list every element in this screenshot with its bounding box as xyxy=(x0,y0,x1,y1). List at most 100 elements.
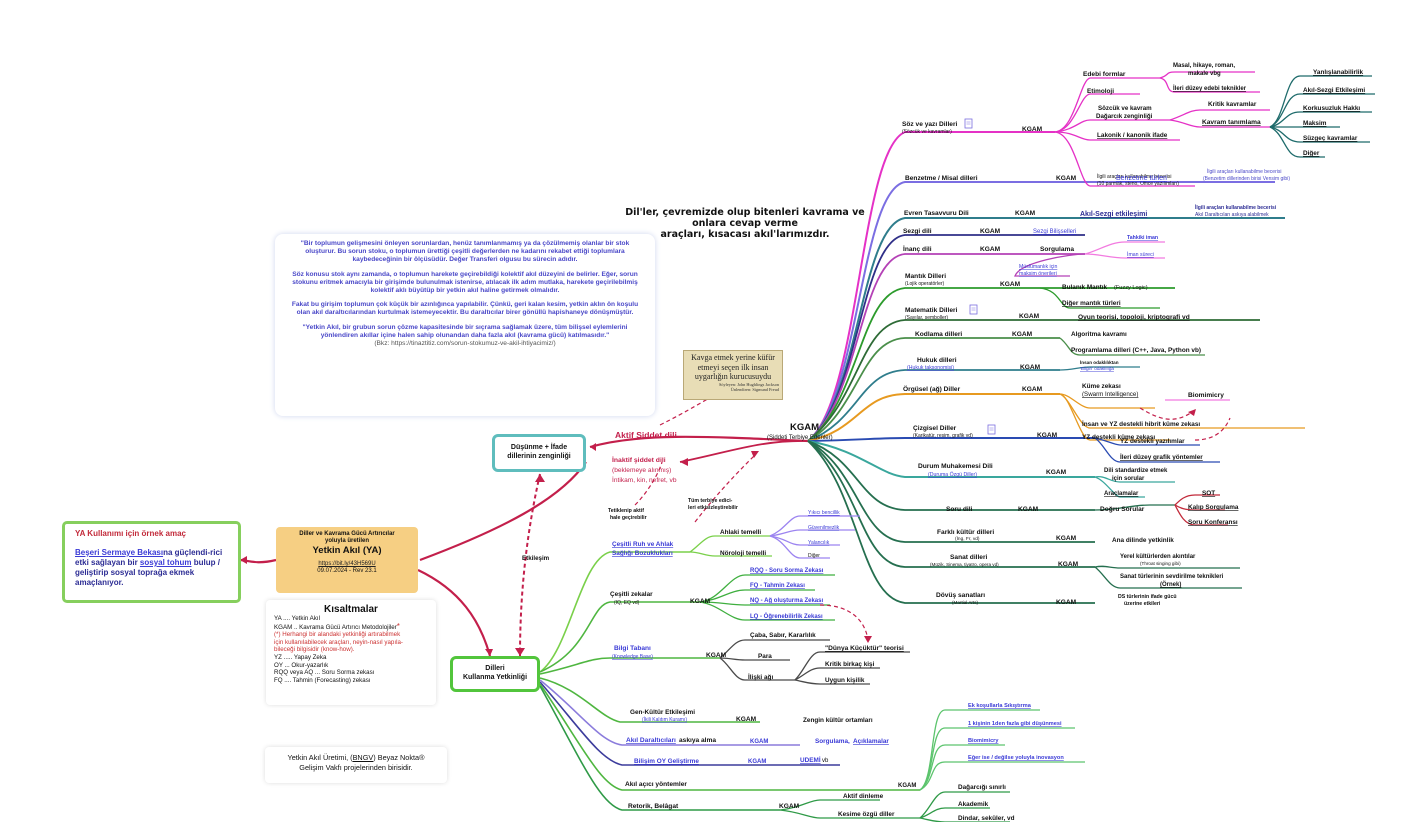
kgam-label: KGAM xyxy=(1022,126,1043,133)
cesitli-title-1[interactable]: Çeşitli Ruh ve Ahlak xyxy=(612,541,674,548)
cesitli-title-2[interactable]: Sağlığı Bozuklukları xyxy=(612,550,673,557)
yak-link[interactable]: https://bit.ly/43H569U xyxy=(318,561,376,567)
ileri-edebi[interactable]: İleri düzey edebi teknikler xyxy=(1173,85,1247,92)
yz-kume: YZ destekli küme zekası xyxy=(1082,434,1155,441)
sorgulama: Sorgulama xyxy=(1040,246,1074,253)
eger-ise[interactable]: Eğer ise / değilse yoluyla inovasyon xyxy=(968,755,1064,761)
center-subtitle: (Şiddeti Terbiye Edenler) xyxy=(767,435,833,441)
document-icon[interactable] xyxy=(987,424,996,435)
soru-konferansi[interactable]: Soru Konferansı xyxy=(1188,519,1238,526)
sot[interactable]: SOT xyxy=(1202,490,1215,497)
durum-title: Durum Muhakemesi Dili xyxy=(918,463,993,470)
kritik-item-6[interactable]: Diğer xyxy=(1303,150,1320,157)
yalancilik[interactable]: Yalancılık xyxy=(808,540,830,546)
kgam-label: KGAM xyxy=(748,759,766,765)
musluman-2[interactable]: maksim önerileri xyxy=(1019,271,1057,277)
swarm-intelligence[interactable]: (Swarm Intelligence) xyxy=(1082,391,1138,398)
guvenilmezlik[interactable]: Güvenilmezlik xyxy=(808,525,840,531)
orgusel-title: Örgüsel (ağ) Diller xyxy=(903,384,961,393)
tahkiki-iman[interactable]: Tahkiki iman xyxy=(1127,235,1158,241)
soz-sub: (Sözcük ve kavramlar) xyxy=(902,129,952,135)
hukuk-note-1: İnsan odaklılıktan xyxy=(1080,359,1119,365)
benzetme-turleri[interactable]: Benzetme türleri xyxy=(1116,175,1167,182)
oyun-teorisi[interactable]: Oyun teorisi, topoloji, kriptografi vd xyxy=(1078,314,1190,321)
kgam-label: KGAM xyxy=(1037,432,1058,439)
akil-daraltici[interactable]: Akıl Daraltıcıları xyxy=(626,737,676,744)
durum-sub[interactable]: (Duruma Özgü Diller) xyxy=(928,471,977,478)
sozcuk-line1: Sözcük ve kavram xyxy=(1098,105,1152,112)
freud-popularizer: Ünlendiren: Sigmund Freud xyxy=(730,386,779,392)
kesime-ozgu: Kesime özgü diller xyxy=(838,811,895,818)
yz-yazilimlar: YZ destekli yazılımlar xyxy=(1120,438,1185,445)
sanat-sub: (Müzik, Sinema, tiyatro, opera vd) xyxy=(930,562,999,567)
aciklamalar[interactable]: Açıklamalar xyxy=(853,738,889,745)
kritik-item-4[interactable]: Maksim xyxy=(1303,120,1327,127)
noroloji-temelli: Nöroloji temelli xyxy=(720,550,766,557)
kritik-item-5[interactable]: Süzgeç kavramlar xyxy=(1303,135,1358,142)
bilisim-oy[interactable]: Bilişim OY Geliştirme xyxy=(634,758,699,765)
cizgisel-sub: (Karikatür, resim, grafik vd) xyxy=(913,433,973,439)
document-icon[interactable] xyxy=(964,118,973,129)
sevdirilme-2[interactable]: (Örnek) xyxy=(1160,581,1181,588)
musluman-1[interactable]: Müslümanlık için xyxy=(1019,264,1057,270)
kgam-label: KGAM xyxy=(690,598,711,605)
iman-sureci[interactable]: İman süreci xyxy=(1127,251,1154,258)
lakonik-ifade[interactable]: Lakonik / kanonik ifade xyxy=(1097,132,1168,139)
kritik-item-3[interactable]: Korkusuzluk Hakkı xyxy=(1303,105,1360,112)
kavram-tanimlama[interactable]: Kavram tanımlama xyxy=(1202,119,1261,126)
udemi[interactable]: UDEMİ xyxy=(800,755,821,764)
mantik-sub: (Lojik operatörler) xyxy=(905,281,945,287)
kalip-sorgulama[interactable]: Kalıp Sorgulama xyxy=(1188,504,1239,511)
hukuk-note-2[interactable]: 'Bilgin' odaklılığa xyxy=(1080,366,1114,371)
quote-paragraph: Fakat bu girişim toplumun çok küçük bir … xyxy=(291,301,639,317)
fuzzy-logic: (Fuzzy Logic) xyxy=(1114,285,1148,291)
quote-source[interactable]: (Bkz: https://tinaztitiz.com/sorun-stoku… xyxy=(374,340,556,348)
sezgi-bilisselleri[interactable]: Sezgi Bilişselleri xyxy=(1033,229,1076,235)
aktif-dinleme: Aktif dinleme xyxy=(843,793,884,800)
fq-zeka[interactable]: FQ - Tahmin Zekası xyxy=(750,583,805,589)
dusunme-ifade-node[interactable]: Düşünme + İfade dillerinin zenginliği xyxy=(492,434,586,472)
bulanik-mantik: Bulanık Mantık xyxy=(1062,284,1108,291)
etimoloji: Etimoloji xyxy=(1087,88,1114,95)
beseri-sermaye-link[interactable]: Beşeri Sermaye Bekası xyxy=(75,548,164,557)
ornek-amac-box: YA Kullanımı için örnek amaç Beşeri Serm… xyxy=(62,521,241,603)
lq-zeka[interactable]: LQ - Öğrenebilirlik Zekası xyxy=(750,613,823,620)
ilgili-arac-1: İlgili araçları kullanabilme becerisi xyxy=(1097,173,1171,180)
bngv-line: Gelişim Vakfı projelerinden birisidir. xyxy=(299,763,413,772)
sosyal-tohum-link[interactable]: sosyal tohum xyxy=(139,558,192,567)
standardize-1: Dili standardize etmek xyxy=(1104,468,1168,474)
terbiye-label-2: leri etkisizleştirebilir xyxy=(688,505,738,511)
kritik-item-1[interactable]: Yanlışlanabilirlik xyxy=(1313,69,1364,76)
biomimicry-link[interactable]: Biomimicry xyxy=(968,738,999,744)
bir-kisi[interactable]: 1 kişinin 1den fazla gibi düşünmesi xyxy=(968,721,1062,727)
kritik-kavramlar: Kritik kavramlar xyxy=(1208,101,1257,108)
genkultur-sub[interactable]: (İkili Kalıtım Kuramı) xyxy=(642,716,687,723)
abbr-line: YA .... Yetkin Akıl xyxy=(274,615,320,622)
bilgi-sub[interactable]: (Knowledge Base) xyxy=(612,654,653,660)
rqq-zeka[interactable]: RQQ - Soru Sorma Zekası xyxy=(750,568,824,574)
node-label: dillerinin zenginliği xyxy=(507,453,571,460)
ileri-grafik[interactable]: İleri düzey grafik yöntemler xyxy=(1120,452,1203,461)
dilleri-kullanma-node[interactable]: Dilleri Kullanma Yetkinliği xyxy=(450,656,540,692)
iliski-agi: İlişki ağı xyxy=(748,672,773,681)
ek-kosul[interactable]: Ek koşullarla Sıkıştırma xyxy=(968,703,1032,709)
kgam-label: KGAM xyxy=(736,716,757,723)
kritik-item-2[interactable]: Akıl-Sezgi Etkileşimi xyxy=(1303,87,1365,94)
sezgi-title: Sezgi dili xyxy=(903,228,932,235)
kgam-label: KGAM xyxy=(1018,506,1039,513)
inaktif-list: İntikam, kin, nefret, vb xyxy=(612,475,677,484)
akil-sezgi-link[interactable]: Akıl-Sezgi etkileşimi xyxy=(1080,211,1147,218)
yikici-bencillik[interactable]: Yıkıcı bencillik xyxy=(808,510,840,516)
nq-zeka[interactable]: NQ - Ağ oluşturma Zekası xyxy=(750,598,823,604)
document-icon[interactable] xyxy=(969,304,978,315)
benzetme-note-1: İlgili araçları kullanabilme becerisi xyxy=(1207,168,1281,175)
abbr-note: (*) Herhangi bir alandaki yetkinliği art… xyxy=(274,631,401,639)
hukuk-sub[interactable]: (Hukuk taksonomisi) xyxy=(907,365,954,371)
araclamalar[interactable]: Araçlamalar xyxy=(1104,491,1139,497)
ahlaki-temelli: Ahlaki temelli xyxy=(720,529,761,536)
dunya-kucuk: "Dünya Küçüktür" teorisi xyxy=(825,645,904,652)
abbr-line: OY ... Okur-yazarlık xyxy=(274,661,329,669)
diger-mantik[interactable]: Diğer mantık türleri xyxy=(1062,300,1121,307)
inaktif-sub: (beklemeye alınmış) xyxy=(612,467,671,474)
bngv-link[interactable]: BNGV xyxy=(352,753,374,762)
